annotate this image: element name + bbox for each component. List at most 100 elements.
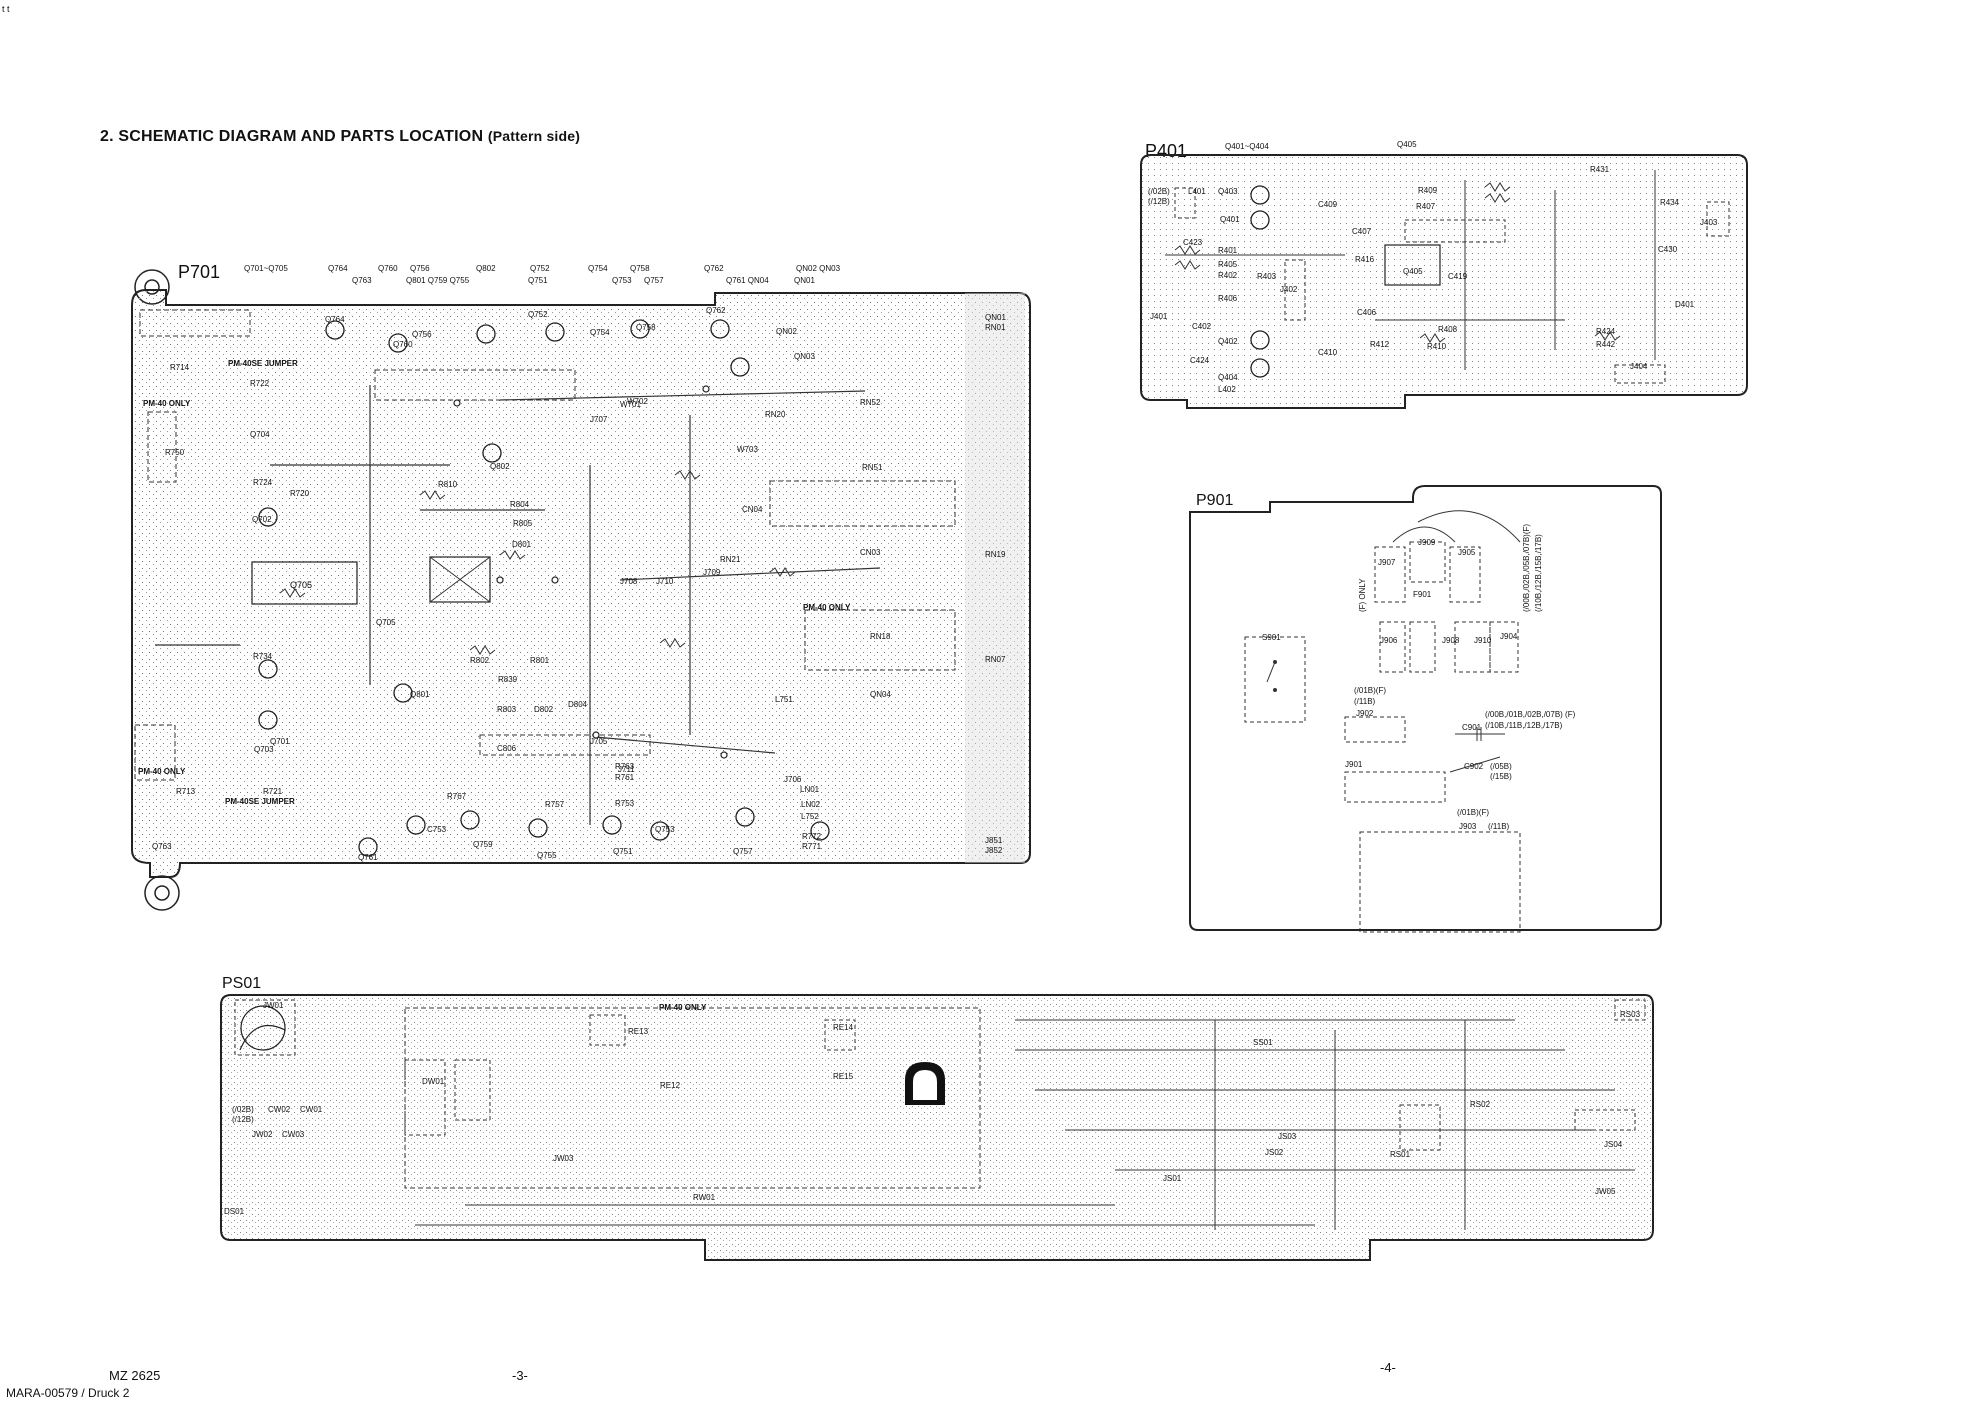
part-label: F901 — [1413, 590, 1432, 599]
corner-mark: t t — [2, 4, 10, 14]
ps01-note: (/12B) — [232, 1115, 254, 1124]
part-label: Q402 — [1218, 337, 1238, 346]
part-label: C409 — [1318, 200, 1338, 209]
part-label: Q764 — [325, 315, 345, 324]
part-label: CW01 — [300, 1105, 323, 1114]
part-label: RE13 — [628, 1027, 649, 1036]
part-label: D801 — [512, 540, 532, 549]
footer-page-right: -4- — [1380, 1360, 1396, 1375]
part-label: J910 — [1474, 636, 1492, 645]
part-label: L402 — [1218, 385, 1236, 394]
page-title-sub: (Pattern side) — [487, 128, 581, 144]
part-label: L752 — [801, 812, 819, 821]
footer-page-left: -3- — [512, 1368, 528, 1383]
part-label: RN21 — [720, 555, 741, 564]
board-p701-drawing: Q705 — [131, 269, 1031, 911]
p701-ref: Q802 — [476, 264, 496, 273]
part-label: J706 — [784, 775, 802, 784]
part-label: J908 — [1442, 636, 1460, 645]
part-label: Q757 — [733, 847, 753, 856]
part-label: R771 — [802, 842, 822, 851]
part-label: J404 — [1630, 362, 1648, 371]
part-label: LN01 — [800, 785, 820, 794]
part-label: L751 — [775, 695, 793, 704]
part-label: R424 — [1596, 327, 1616, 336]
part-label: CW03 — [282, 1130, 305, 1139]
part-label: R734 — [253, 652, 273, 661]
part-label: J906 — [1380, 636, 1398, 645]
part-label: RS01 — [1390, 1150, 1411, 1159]
part-label: R763 — [615, 762, 635, 771]
part-label: RE15 — [833, 1072, 854, 1081]
part-label: J852 — [985, 846, 1003, 855]
p701-ref: Q760 — [378, 264, 398, 273]
part-label: RN51 — [862, 463, 883, 472]
part-label: Q404 — [1218, 373, 1238, 382]
part-label: QN04 — [870, 690, 891, 699]
part-label: R720 — [290, 489, 310, 498]
part-label: R757 — [545, 800, 565, 809]
part-label: Q751 — [613, 847, 633, 856]
part-label: R761 — [615, 773, 635, 782]
p701-ref: Q753 — [612, 276, 632, 285]
part-label: C402 — [1192, 322, 1212, 331]
p701-ref: Q752 — [530, 264, 550, 273]
p901-note: (/01B)(F) — [1354, 686, 1386, 695]
p701-ref: Q764 — [328, 264, 348, 273]
ps01-note: (/02B) — [232, 1105, 254, 1114]
p701-note-pm40-only: PM-40 ONLY — [138, 767, 186, 776]
part-label: RE12 — [660, 1081, 681, 1090]
part-label: RN01 — [985, 323, 1006, 332]
part-label: QN02 — [776, 327, 797, 336]
part-label: Q753 — [655, 825, 675, 834]
part-label: Q754 — [590, 328, 610, 337]
part-label: R407 — [1416, 202, 1436, 211]
part-label: R431 — [1590, 165, 1610, 174]
part-label: RN52 — [860, 398, 881, 407]
part-label: R803 — [497, 705, 517, 714]
part-label: QN01 — [985, 313, 1006, 322]
part-label: QN03 — [794, 352, 815, 361]
part-label: JW01 — [263, 1001, 284, 1010]
board-ps01-drawing — [220, 994, 1654, 1261]
part-label: Q405 — [1403, 267, 1423, 276]
p901-note-f-only: (F) ONLY — [1358, 578, 1367, 612]
part-label: R403 — [1257, 272, 1277, 281]
svg-text:Q705: Q705 — [290, 580, 312, 590]
part-label: J710 — [656, 577, 674, 586]
ps01-note-pm40-only: PM-40 ONLY — [659, 1003, 707, 1012]
p701-ref: Q761 QN04 — [726, 276, 769, 285]
part-label: Q801 — [410, 690, 430, 699]
part-label: R801 — [530, 656, 550, 665]
part-label: DW01 — [422, 1077, 445, 1086]
part-label: C406 — [1357, 308, 1377, 317]
part-label: JS03 — [1278, 1132, 1297, 1141]
part-label: RS03 — [1620, 1010, 1641, 1019]
p901-note: (/11B) — [1354, 697, 1376, 706]
part-label: D401 — [1675, 300, 1695, 309]
part-label: R405 — [1218, 260, 1238, 269]
part-label: R409 — [1418, 186, 1438, 195]
part-label: R805 — [513, 519, 533, 528]
part-label: J851 — [985, 836, 1003, 845]
board-p401-drawing — [1140, 154, 1748, 409]
p701-ref: Q751 — [528, 276, 548, 285]
part-label: RE14 — [833, 1023, 854, 1032]
part-label: J711 — [618, 765, 635, 774]
part-label: L401 — [1188, 187, 1206, 196]
part-label: CW02 — [268, 1105, 291, 1114]
part-label: J905 — [1458, 548, 1476, 557]
part-label: JW03 — [553, 1154, 574, 1163]
part-label: Q701 — [270, 737, 290, 746]
part-label: R810 — [438, 480, 458, 489]
part-label: J708 — [620, 577, 638, 586]
part-label: Q760 — [393, 340, 413, 349]
part-label: JW02 — [252, 1130, 273, 1139]
p901-note: (/05B) — [1490, 762, 1512, 771]
p401-ref: Q401~Q404 — [1225, 142, 1269, 151]
part-label: J401 — [1150, 312, 1168, 321]
part-label: R416 — [1355, 255, 1375, 264]
p701-ref: Q756 — [410, 264, 430, 273]
p701-note-pm40se-jumper: PM-40SE JUMPER — [225, 797, 295, 806]
p701-ref: Q758 — [630, 264, 650, 273]
